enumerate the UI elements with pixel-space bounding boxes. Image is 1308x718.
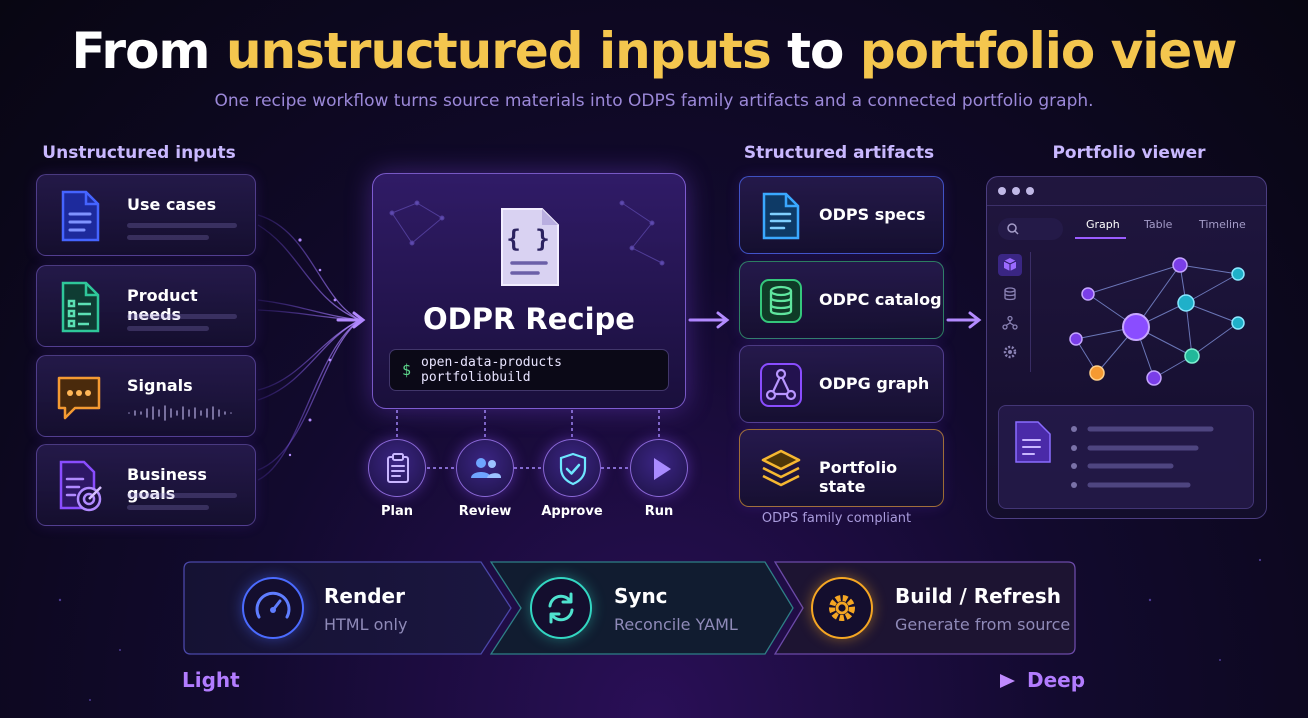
- cube-icon: [1003, 258, 1017, 271]
- database-icon: [760, 279, 802, 323]
- document-icon: [762, 192, 800, 240]
- stage-build-title: Build / Refresh: [895, 584, 1061, 608]
- artifact-card-odpc-catalog[interactable]: ODPC catalog: [739, 261, 944, 339]
- scale-arrow: [242, 674, 1015, 688]
- active-tab-underline: [1075, 237, 1126, 239]
- input-label: Product needs: [127, 286, 198, 324]
- inputs-heading: Unstructured inputs: [42, 143, 236, 163]
- code-document-icon: { }: [501, 208, 559, 286]
- artifact-label: ODPC catalog: [819, 290, 942, 309]
- sync-icon: [548, 592, 574, 624]
- document-icon: [61, 190, 100, 242]
- viewer-sidebar: [998, 250, 1030, 368]
- step-review-button[interactable]: [456, 439, 514, 497]
- scale-deep-label: Deep: [1027, 668, 1086, 692]
- step-label: Review: [458, 504, 512, 519]
- file-icon: [1015, 421, 1051, 463]
- clipboard-icon: [387, 453, 409, 483]
- flow-arrows: [336, 311, 982, 329]
- stage-render-title: Render: [324, 584, 405, 608]
- artifact-label: ODPG graph: [819, 374, 930, 393]
- input-label: Business goals: [127, 465, 207, 503]
- viewer-search-input[interactable]: [998, 218, 1063, 240]
- command-text: open-data-products portfoliobuild: [421, 355, 562, 385]
- sidebar-cube-item[interactable]: [998, 254, 1022, 276]
- prompt-symbol: $: [402, 361, 412, 379]
- tab-graph[interactable]: Graph: [1086, 218, 1120, 231]
- waveform-graphic: [128, 405, 232, 421]
- stage-sync-icon-wrap: [530, 577, 592, 639]
- search-icon: [1007, 223, 1019, 235]
- layers-icon: [761, 449, 801, 487]
- artifact-label: ODPS specs: [819, 205, 926, 224]
- step-label: Plan: [380, 504, 413, 519]
- shield-check-icon: [559, 452, 587, 486]
- database-icon[interactable]: [1002, 286, 1018, 302]
- gauge-icon: [255, 591, 291, 619]
- network-graph[interactable]: [1040, 250, 1260, 395]
- step-plan-button[interactable]: [368, 439, 426, 497]
- stage-sync-subtitle: Reconcile YAML: [614, 615, 738, 634]
- step-approve-button[interactable]: [543, 439, 601, 497]
- page-title: From unstructured inputs to portfolio vi…: [71, 22, 1237, 80]
- input-card-use-cases[interactable]: Use cases: [36, 174, 256, 256]
- stage-build-subtitle: Generate from source: [895, 615, 1071, 634]
- artifact-card-portfolio-state[interactable]: Portfolio state: [739, 429, 944, 507]
- stage-sync-title: Sync: [614, 584, 668, 608]
- viewer-heading: Portfolio viewer: [1052, 143, 1206, 163]
- stage-render-subtitle: HTML only: [324, 615, 408, 634]
- stage-render-icon-wrap: [242, 577, 304, 639]
- detail-list-lines: [1071, 426, 1214, 488]
- tab-timeline[interactable]: Timeline: [1199, 218, 1246, 231]
- step-label: Run: [644, 504, 674, 519]
- play-icon: [654, 458, 671, 480]
- page-subtitle: One recipe workflow turns source materia…: [214, 91, 1094, 111]
- input-card-business-goals[interactable]: Business goals: [36, 444, 256, 526]
- chat-bubble-icon: [57, 376, 101, 420]
- share-nodes-icon[interactable]: [1002, 315, 1018, 331]
- recipe-title: ODPR Recipe: [423, 302, 635, 336]
- target-document-icon: [59, 460, 102, 512]
- svg-text:{ }: { }: [506, 225, 549, 253]
- compliance-note: ODPS family compliant: [761, 511, 912, 526]
- step-run-button[interactable]: [630, 439, 688, 497]
- artifacts-heading: Structured artifacts: [743, 143, 935, 163]
- gear-icon[interactable]: [1002, 344, 1018, 360]
- step-label: Approve: [541, 504, 603, 519]
- stage-band: [183, 561, 1076, 655]
- checklist-document-icon: [61, 281, 100, 333]
- input-card-product-needs[interactable]: Product needs: [36, 265, 256, 347]
- gear-icon: [829, 595, 855, 621]
- input-label: Use cases: [127, 195, 217, 214]
- input-label: Signals: [127, 376, 193, 395]
- input-flow-lines: [257, 214, 361, 481]
- tab-table[interactable]: Table: [1144, 218, 1173, 231]
- graph-nodes-icon: [760, 363, 802, 407]
- circuit-decoration: [389, 200, 665, 266]
- users-icon: [471, 458, 502, 478]
- viewer-topbar-divider: [987, 205, 1266, 206]
- artifact-label: Portfolio state: [819, 458, 898, 496]
- command-line[interactable]: $ open-data-products portfoliobuild: [389, 349, 669, 391]
- input-card-signals[interactable]: Signals: [36, 355, 256, 437]
- scale-light-label: Light: [182, 668, 240, 692]
- sidebar-divider: [1030, 252, 1031, 372]
- stage-build-icon-wrap: [811, 577, 873, 639]
- artifact-card-odpg-graph[interactable]: ODPG graph: [739, 345, 944, 423]
- window-dots: [998, 187, 1034, 195]
- artifact-card-odps-specs[interactable]: ODPS specs: [739, 176, 944, 254]
